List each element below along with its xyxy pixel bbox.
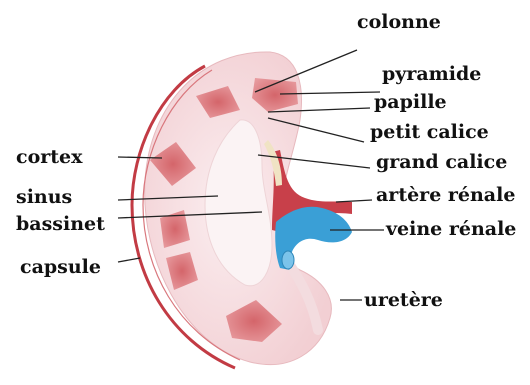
label-bassinet: bassinet bbox=[16, 213, 105, 235]
label-papille: papille bbox=[374, 91, 447, 113]
label-capsule: capsule bbox=[20, 256, 101, 278]
label-colonne: colonne bbox=[357, 11, 441, 33]
label-sinus: sinus bbox=[16, 186, 72, 208]
label-uretere: uretère bbox=[364, 289, 443, 311]
leader-capsule bbox=[118, 258, 140, 262]
leader-artere-renale bbox=[336, 200, 372, 202]
label-artere-renale: artère rénale bbox=[376, 184, 515, 206]
renal-vein-opening bbox=[282, 251, 294, 269]
label-petit-calice: petit calice bbox=[370, 121, 489, 143]
label-cortex: cortex bbox=[16, 146, 83, 168]
label-pyramide: pyramide bbox=[382, 63, 481, 85]
label-veine-renale: veine rénale bbox=[385, 218, 516, 240]
label-grand-calice: grand calice bbox=[376, 151, 507, 173]
